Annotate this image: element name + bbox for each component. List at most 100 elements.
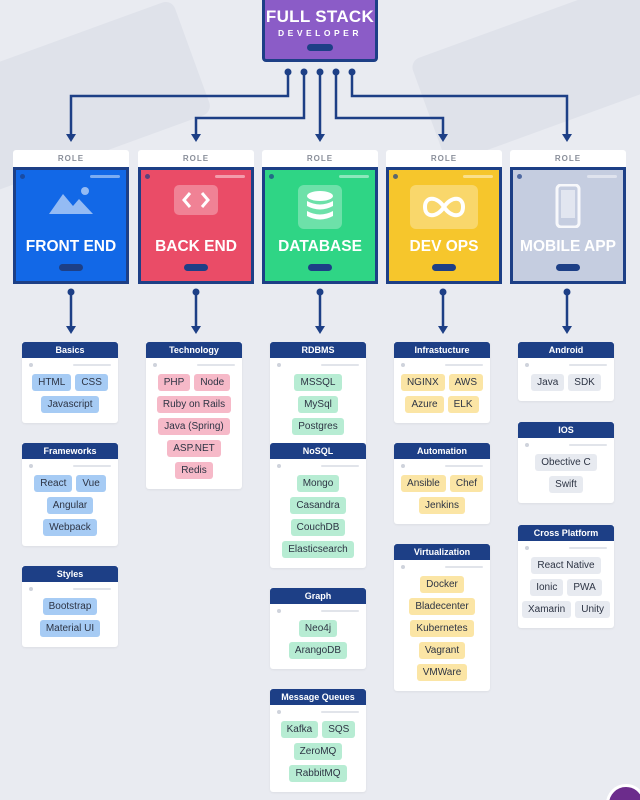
skill-chip: Azure <box>405 396 444 413</box>
card-decoration <box>270 604 366 618</box>
skill-chip: MSSQL <box>294 374 342 391</box>
skill-chip: Node <box>194 374 231 391</box>
window-dot <box>269 174 274 179</box>
skill-card-ios: IOS Obective C Swift <box>518 422 614 503</box>
card-decoration <box>518 358 614 372</box>
skill-chip: Mongo <box>296 475 340 492</box>
skill-chip: Material UI <box>39 620 101 637</box>
skill-chip: CSS <box>75 374 108 391</box>
card-decoration <box>518 438 614 452</box>
role-tab: ROLE <box>386 150 502 167</box>
card-decoration <box>394 358 490 372</box>
skill-chip: Ionic <box>530 579 564 596</box>
skill-chip: Postgres <box>292 418 344 435</box>
window-dash <box>215 175 245 178</box>
role-tab: ROLE <box>138 150 254 167</box>
skill-card-title: Technology <box>146 342 242 358</box>
skill-chip: PWA <box>567 579 602 596</box>
card-decoration <box>22 582 118 596</box>
skill-chip: Jenkins <box>419 497 465 514</box>
skill-chip: Java <box>531 374 565 391</box>
skill-card-title: Android <box>518 342 614 358</box>
window-dash <box>339 175 369 178</box>
skill-chip: Kafka <box>280 721 319 738</box>
skill-chip: Xamarin <box>521 601 572 618</box>
database-icon <box>297 184 343 235</box>
window-dot <box>145 174 150 179</box>
skill-card-title: Basics <box>22 342 118 358</box>
role-name: MOBILE APP <box>520 238 616 255</box>
role-name: DEV OPS <box>409 238 479 255</box>
role-body: MOBILE APP <box>510 167 626 284</box>
role-card-back-end: ROLE BACK END <box>138 150 254 284</box>
role-card-dev-ops: ROLE DEV OPS <box>386 150 502 284</box>
skill-chip: Redis <box>175 462 213 479</box>
skill-chip: NGINX <box>400 374 445 391</box>
skill-chip: Vue <box>76 475 106 492</box>
top-title: FULL STACK <box>265 7 375 26</box>
skill-chip: ArangoDB <box>288 642 348 659</box>
chip-list: Obective C Swift <box>518 452 614 503</box>
skill-chip: Obective C <box>535 454 597 471</box>
skill-chip: AWS <box>448 374 484 391</box>
skill-card-title: NoSQL <box>270 443 366 459</box>
role-name: BACK END <box>155 238 237 255</box>
skill-chip: Ansible <box>401 475 446 492</box>
smartphone-icon <box>555 183 581 233</box>
card-decoration <box>270 705 366 719</box>
window-dot <box>20 174 25 179</box>
role-pill <box>432 264 456 271</box>
skill-chip: Java (Spring) <box>158 418 230 435</box>
top-subtitle: DEVELOPER <box>278 28 362 38</box>
skill-card-title: Frameworks <box>22 443 118 459</box>
skill-chip: Javascript <box>41 396 99 413</box>
top-pill <box>307 44 333 51</box>
skill-chip: Casandra <box>290 497 346 514</box>
skill-chip: Bootstrap <box>42 598 98 615</box>
skill-chip: Vagrant <box>418 642 466 659</box>
window-dash <box>587 175 617 178</box>
code-brackets-icon <box>173 184 219 221</box>
skill-card-title: Graph <box>270 588 366 604</box>
full-stack-developer-node: FULL STACK DEVELOPER <box>262 0 378 62</box>
skill-card-title: Cross Platform <box>518 525 614 541</box>
skill-chip: Chef <box>449 475 483 492</box>
window-dot <box>517 174 522 179</box>
role-tab: ROLE <box>262 150 378 167</box>
window-dash <box>463 175 493 178</box>
skill-chip: Swift <box>549 476 583 493</box>
skill-chip: React <box>34 475 73 492</box>
skill-chip: Unity <box>575 601 611 618</box>
skill-card-title: IOS <box>518 422 614 438</box>
skill-chip: SQS <box>322 721 356 738</box>
role-body: DATABASE <box>262 167 378 284</box>
card-decoration <box>394 560 490 574</box>
skill-chip: CouchDB <box>290 519 346 536</box>
role-body: DEV OPS <box>386 167 502 284</box>
skill-card-title: Virtualization <box>394 544 490 560</box>
role-tab: ROLE <box>13 150 129 167</box>
skill-chip: Elasticsearch <box>282 541 354 558</box>
window-dash <box>90 175 120 178</box>
skill-chip: MySql <box>298 396 338 413</box>
